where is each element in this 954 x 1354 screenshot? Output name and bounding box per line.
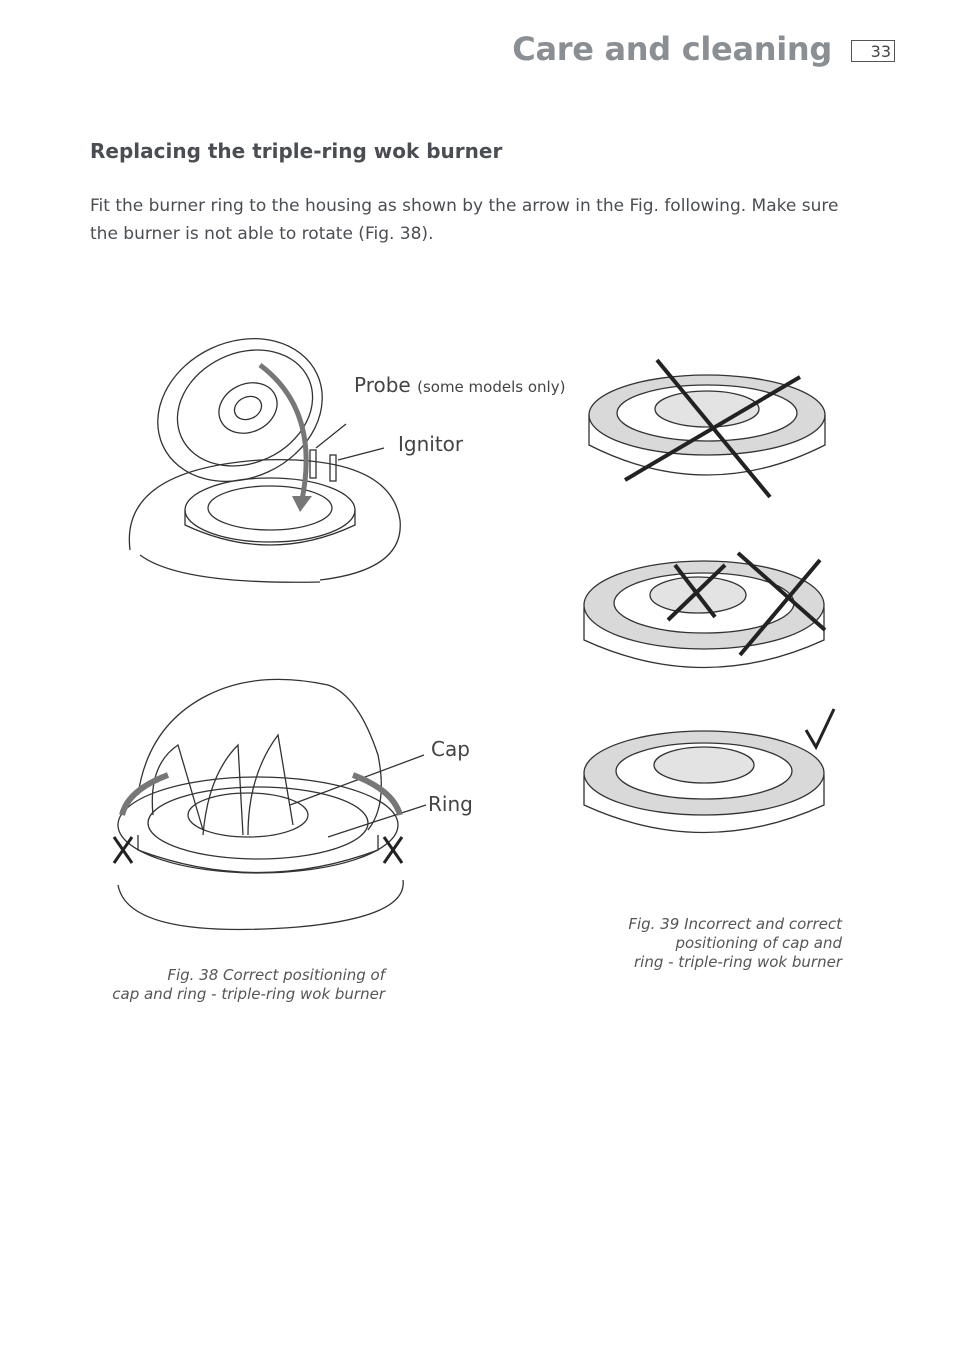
fig39-caption: Fig. 39 Incorrect and correct positionin…	[628, 915, 842, 971]
ignitor-label: Ignitor	[398, 432, 464, 456]
incorrect-position-2-illustration	[583, 551, 827, 669]
incorrect-position-1-illustration	[588, 358, 826, 499]
page-title: Care and cleaning	[512, 30, 832, 68]
section-heading: Replacing the triple-ring wok burner	[90, 139, 503, 163]
cap-label: Cap	[431, 737, 470, 761]
hand-positioning-illustration	[112, 678, 427, 931]
fig38-caption: Fig. 38 Correct positioning of cap and r…	[112, 966, 385, 1003]
ring-label: Ring	[428, 792, 473, 816]
burner-ring-fitting-illustration	[128, 338, 401, 583]
page-number: 33	[851, 40, 895, 62]
body-paragraph: Fit the burner ring to the housing as sh…	[90, 196, 839, 244]
probe-label: Probe (some models only)	[354, 373, 566, 397]
check-mark-icon	[804, 708, 836, 751]
correct-position-illustration	[583, 708, 836, 834]
